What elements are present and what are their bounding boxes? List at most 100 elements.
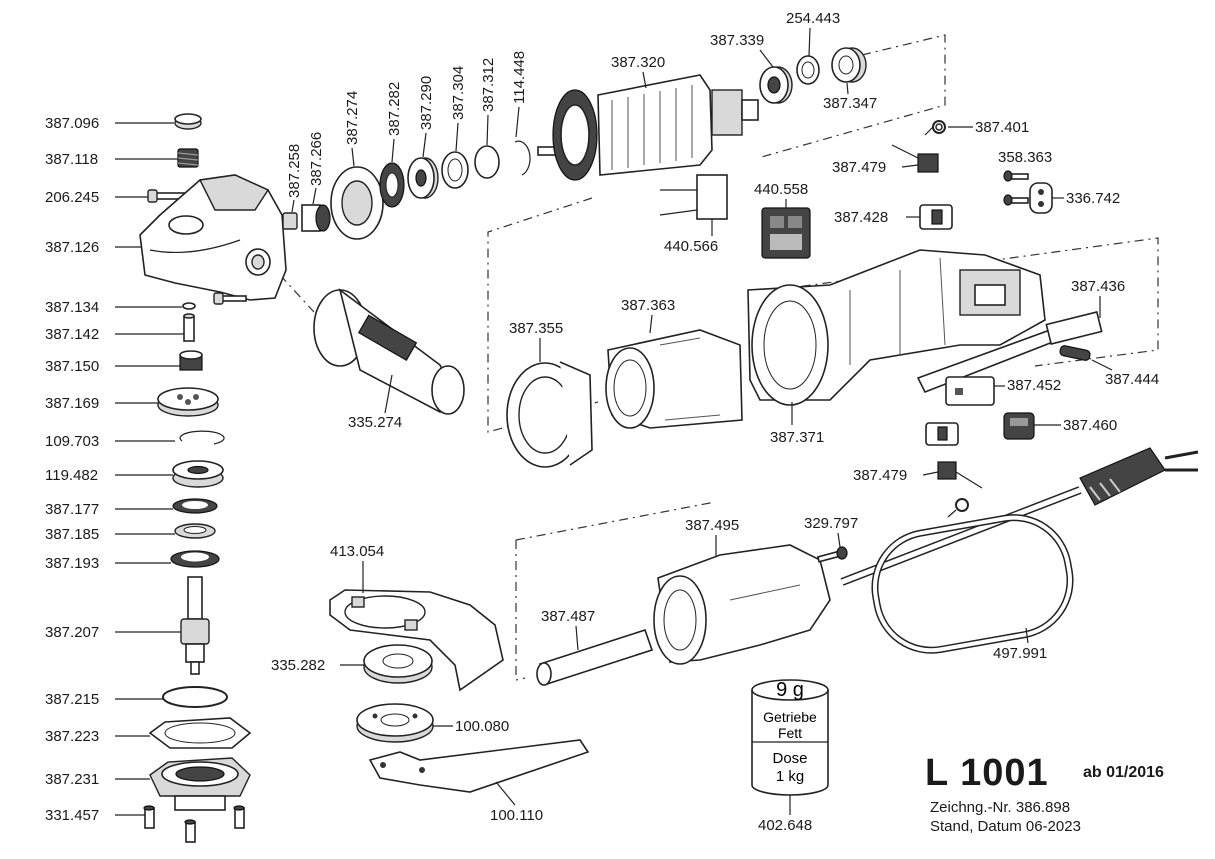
part-331-457-screws [143, 805, 245, 843]
part-387-320-armature [537, 74, 759, 181]
part-387-479-brush-upper [891, 144, 939, 173]
label-100-110: 100.110 [490, 807, 543, 824]
label-119-482: 119.482 [45, 467, 98, 484]
drawing-number: Zeichng.-Nr. 386.898 [930, 799, 1071, 816]
lower-center-labels: 413.054 335.282 100.080 100.110 387.487 … [271, 515, 1047, 834]
part-387-274-disc [330, 166, 384, 240]
label-387-401: 387.401 [975, 119, 1029, 136]
label-387-169: 387.169 [45, 395, 99, 412]
label-387-223: 387.223 [45, 728, 99, 745]
part-387-460-switch-button [1003, 412, 1035, 440]
grease-can-line1: Getriebe [763, 709, 817, 725]
part-335-274-side-handle [313, 288, 465, 415]
label-387-444: 387.444 [1105, 371, 1159, 388]
label-387-304: 387.304 [450, 66, 467, 120]
part-387-339-bearing [759, 66, 793, 104]
part-387-266-pinion [301, 204, 331, 232]
motor-housing-parts [313, 249, 1103, 518]
grease-can-line3: Dose [772, 750, 807, 767]
label-358-363: 358.363 [998, 149, 1052, 166]
label-387-207: 387.207 [45, 624, 99, 641]
armature-labels: 387.320 387.339 254.443 387.347 [611, 10, 877, 112]
left-column-labels: 387.096 387.118 206.245 387.126 387.134 … [45, 115, 184, 824]
model-title: L 1001 [925, 752, 1049, 794]
label-387-347: 387.347 [823, 95, 877, 112]
model-valid-from: ab 01/2016 [1083, 764, 1164, 781]
part-387-371-motor-housing [747, 249, 1046, 406]
assembly-outlines [279, 34, 1159, 681]
part-387-223-gasket [148, 717, 252, 749]
label-387-177: 387.177 [45, 501, 99, 518]
motor-housing-labels: 335.274 387.355 387.363 387.371 387.436 … [348, 278, 1159, 484]
label-387-258: 387.258 [286, 144, 303, 198]
label-387-320: 387.320 [611, 54, 665, 71]
label-387-134: 387.134 [45, 299, 99, 316]
part-387-304-ring [441, 151, 469, 189]
label-387-290: 387.290 [418, 76, 435, 130]
label-387-312: 387.312 [480, 58, 497, 112]
label-387-479-lower: 387.479 [853, 467, 907, 484]
part-100-110-spanner [368, 739, 590, 793]
label-109-703: 109.703 [45, 433, 99, 450]
label-387-487: 387.487 [541, 608, 595, 625]
part-402-648-grease-can [751, 679, 829, 815]
part-brush-holder-lower [925, 422, 959, 446]
upper-right-labels: 387.401 387.479 358.363 336.742 440.558 … [664, 119, 1120, 255]
revision-status: Stand, Datum 06-2023 [930, 818, 1081, 835]
label-387-363: 387.363 [621, 297, 675, 314]
title-block: L 1001 ab 01/2016 [925, 752, 1205, 795]
label-387-231: 387.231 [45, 771, 99, 788]
part-387-193-seal [170, 550, 220, 568]
label-387-282: 387.282 [386, 82, 403, 136]
gear-stack-labels: 387.258 387.266 387.274 387.282 387.290 … [286, 51, 528, 213]
part-387-401-spring [924, 120, 946, 136]
part-387-428-brush-holder [919, 204, 953, 230]
label-387-436: 387.436 [1071, 278, 1125, 295]
label-329-797: 329.797 [804, 515, 858, 532]
upper-right-parts [659, 120, 1053, 259]
part-387-444-spring [1059, 345, 1091, 361]
label-440-558: 440.558 [754, 181, 808, 198]
part-119-482-bearing [172, 460, 224, 488]
armature-group [537, 47, 867, 181]
grease-can-text: 9 g Getriebe Fett Dose 1 kg [763, 679, 817, 785]
part-497-991-power-cable [840, 447, 1199, 654]
label-331-457: 331.457 [45, 807, 99, 824]
part-387-282-gear [379, 162, 405, 208]
label-335-274: 335.274 [348, 414, 402, 431]
part-387-363-field-coil [605, 329, 743, 429]
part-387-479-brush-lower [937, 461, 983, 518]
part-109-703-circlip [179, 430, 225, 445]
label-206-245: 206.245 [45, 189, 99, 206]
part-440-566-capacitor [659, 174, 728, 220]
label-387-126: 387.126 [45, 239, 99, 256]
lower-center-parts [329, 447, 1199, 815]
label-387-193: 387.193 [45, 555, 99, 572]
part-254-443-ring [796, 55, 820, 85]
part-358-363-screws [1003, 170, 1029, 206]
part-335-282-flange [363, 644, 433, 684]
left-column-parts [139, 113, 287, 843]
label-335-282: 335.282 [271, 657, 325, 674]
part-114-448-circlip [514, 140, 531, 176]
part-387-487-handle-rod [536, 628, 654, 686]
label-387-339: 387.339 [710, 32, 764, 49]
label-497-991: 497.991 [993, 645, 1047, 662]
label-387-355: 387.355 [509, 320, 563, 337]
grease-can-line2: Fett [778, 725, 802, 741]
part-387-215-o-ring [162, 686, 228, 708]
part-387-258-nut [282, 212, 298, 230]
label-100-080: 100.080 [455, 718, 509, 735]
label-387-266: 387.266 [308, 132, 325, 186]
part-387-185-washer [174, 523, 216, 539]
part-387-231-bearing-flange [149, 757, 251, 811]
label-387-495: 387.495 [685, 517, 739, 534]
part-387-452-plate [945, 376, 995, 406]
label-387-479-upper: 387.479 [832, 159, 886, 176]
part-329-797-screw [816, 546, 848, 563]
label-387-460: 387.460 [1063, 417, 1117, 434]
part-387-290-bearing [407, 157, 439, 199]
label-387-185: 387.185 [45, 526, 99, 543]
part-387-169-flange [157, 387, 219, 417]
